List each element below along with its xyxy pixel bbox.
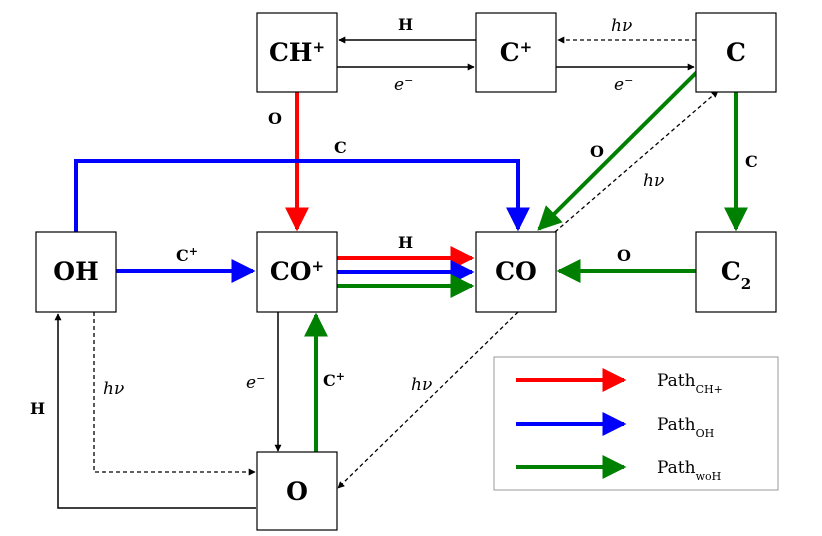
legend-item-path-chplus: PathCH+ bbox=[516, 368, 723, 396]
edge-co-to-o-dashed bbox=[337, 311, 519, 489]
label-ch-from-cplus: H bbox=[398, 15, 413, 34]
svg-text:OH: OH bbox=[53, 257, 98, 286]
svg-text:C2: C2 bbox=[721, 257, 751, 293]
legend: PathCH+ PathOH PathwoH bbox=[493, 356, 779, 491]
svg-text:C+: C+ bbox=[500, 38, 532, 67]
label-coplus-to-o-e: e− bbox=[246, 372, 265, 394]
label-coplus-to-co-h: H bbox=[398, 233, 413, 252]
node-c2: C2 bbox=[695, 231, 777, 313]
node-co-plus: CO+ bbox=[256, 231, 338, 313]
label-o-to-coplus-cplus: C+ bbox=[323, 370, 345, 391]
edge-oh-to-co bbox=[74, 159, 530, 232]
svg-text:O: O bbox=[286, 477, 308, 506]
svg-text:CO+: CO+ bbox=[270, 257, 324, 286]
node-c: C bbox=[695, 12, 777, 93]
label-c2-to-co-o: O bbox=[617, 246, 631, 265]
legend-item-path-oh: PathOH bbox=[516, 412, 714, 440]
svg-text:PathOH: PathOH bbox=[657, 415, 714, 440]
edge-c-to-co bbox=[537, 70, 699, 231]
edge-oh-to-o-dashed bbox=[93, 312, 256, 476]
label-c-to-c2-c: C bbox=[745, 152, 758, 171]
svg-text:PathCH+: PathCH+ bbox=[657, 371, 723, 396]
svg-text:CH+: CH+ bbox=[269, 38, 325, 67]
legend-item-path-woh: PathwoH bbox=[516, 455, 721, 483]
node-o: O bbox=[256, 451, 338, 531]
label-cplus-to-c-e: e− bbox=[614, 74, 633, 96]
label-c-to-cplus-hv: hν bbox=[611, 16, 632, 36]
svg-text:PathwoH: PathwoH bbox=[657, 458, 721, 483]
node-ch-plus: CH+ bbox=[256, 12, 338, 93]
svg-text:C: C bbox=[726, 38, 746, 67]
node-oh: OH bbox=[35, 231, 117, 313]
label-co-to-o-hv: hν bbox=[411, 375, 432, 395]
edge-co-to-c-dashed bbox=[554, 90, 719, 233]
label-co-to-c-hv: hν bbox=[643, 171, 664, 191]
svg-text:CO: CO bbox=[495, 257, 537, 286]
label-o-to-oh-h: H bbox=[30, 399, 45, 418]
label-oh-to-co-c: C bbox=[334, 138, 347, 157]
label-oh-to-o-hv: hν bbox=[103, 379, 124, 399]
label-oh-to-coplus-cplus: C+ bbox=[176, 245, 198, 266]
node-c-plus: C+ bbox=[475, 12, 557, 93]
edge-o-to-oh bbox=[54, 313, 256, 509]
label-ch-to-coplus-o: O bbox=[268, 109, 282, 128]
label-cplus-to-ch-e: e− bbox=[394, 74, 413, 96]
label-c-to-co-o: O bbox=[590, 142, 604, 161]
node-co: CO bbox=[475, 231, 557, 313]
